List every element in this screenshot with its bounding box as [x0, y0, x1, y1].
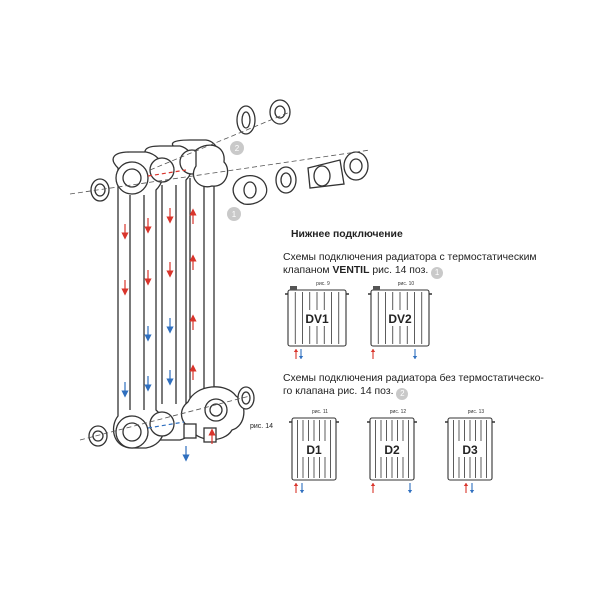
section1-text: Схемы подключения радиатора с термостати…	[283, 252, 537, 279]
scheme-dv1-fig-label: рис. 9	[316, 281, 330, 287]
left-top-plug	[90, 178, 110, 202]
exploded-valve-body	[232, 175, 268, 205]
svg-text:1: 1	[232, 210, 237, 219]
scheme-d1: рис. 11 D1	[289, 409, 339, 493]
scheme-d1-code: D1	[306, 443, 322, 457]
scheme-d2-fig-label: рис. 12	[390, 409, 407, 415]
flow-arrows-supply	[121, 208, 216, 444]
bottom-flow-line	[147, 421, 185, 429]
scheme-d3-code: D3	[462, 443, 478, 457]
exploded-thermostat-head	[343, 151, 369, 181]
bottom-side-ring	[237, 386, 255, 410]
radiator-drawing	[88, 99, 369, 449]
left-bottom-plug	[88, 425, 108, 447]
heading-bottom-connection: Нижнее подключение	[291, 229, 403, 240]
scheme-d2-code: D2	[384, 443, 400, 457]
scheme-d1-fig-label: рис. 11	[312, 409, 328, 415]
section2-text: Схемы подключения радиатора без термоста…	[283, 373, 544, 400]
callout-1: 1	[227, 207, 241, 221]
exploded-ring-2	[275, 166, 297, 194]
scheme-d3: рис. 13 D3	[445, 409, 495, 493]
scheme-dv2-fig-label: рис. 10	[398, 281, 415, 287]
badge-pos-1: 1	[431, 267, 444, 279]
scheme-d2: рис. 12 D2	[367, 409, 417, 493]
scheme-dv1-code: DV1	[305, 312, 329, 326]
exploded-ring-top	[236, 105, 256, 135]
scheme-d3-fig-label: рис. 13	[468, 409, 485, 415]
badge-pos-2: 2	[396, 388, 409, 400]
exploded-cap-top	[269, 99, 291, 125]
figure-14-label: рис. 14	[250, 423, 273, 430]
scheme-dv2: рис. 10 DV2	[368, 281, 432, 359]
callout-2: 2	[230, 141, 244, 155]
scheme-dv2-code: DV2	[388, 312, 412, 326]
flow-arrows-return	[121, 318, 190, 462]
radiator-section-front	[112, 151, 165, 449]
exploded-adapter	[307, 159, 345, 189]
assembly-axis-lines	[69, 111, 371, 441]
svg-text:2: 2	[235, 144, 240, 153]
scheme-dv1: рис. 9 DV1	[285, 281, 349, 359]
